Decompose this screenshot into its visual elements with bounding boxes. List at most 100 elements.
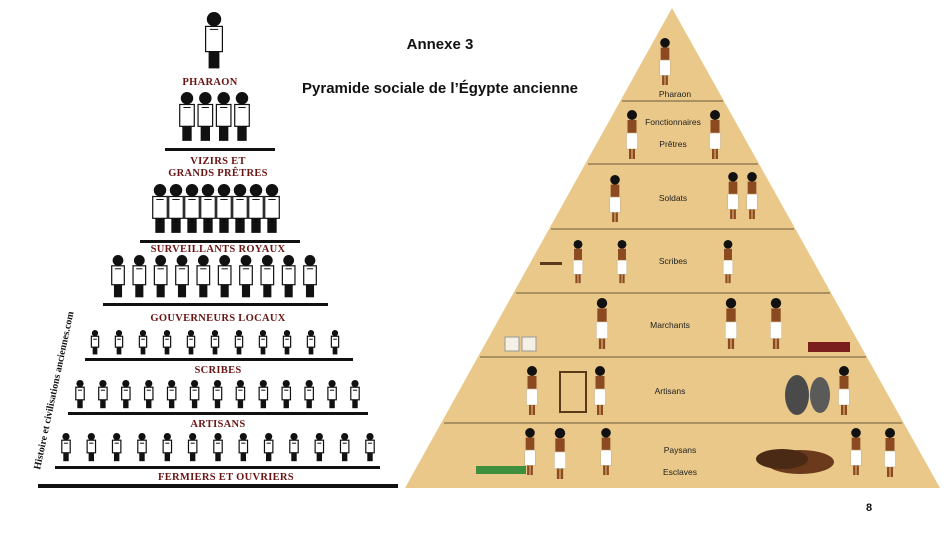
artisan-figure: [304, 380, 314, 409]
fermier-figure: [238, 433, 249, 462]
scribe-figure: [186, 330, 196, 355]
marchant-figure: [724, 298, 738, 349]
label-artisans: ARTISANS: [190, 419, 245, 430]
tier-label-paysans: Paysans: [664, 445, 697, 455]
artisan-figure: [75, 380, 85, 409]
fermier-figure: [162, 433, 173, 462]
paysan-figure: [850, 428, 862, 476]
gouverneur-figure: [239, 255, 253, 298]
fermier-figure: [314, 433, 325, 462]
artisan-figure: [98, 380, 108, 409]
label-pharaon: PHARAON: [182, 77, 237, 88]
scribe-color-figure: [572, 240, 584, 284]
paysan-figure: [553, 428, 567, 479]
paysan-figure: [524, 428, 536, 476]
fermier-figure: [137, 433, 147, 462]
artisan-color-figure: [838, 366, 850, 415]
vizir-figure: [179, 92, 195, 141]
pharaoh-figure: [205, 12, 224, 69]
tier-label-fonctionnaires: Fonctionnaires: [645, 117, 701, 127]
label-gouverneurs-locaux: GOUVERNEURS LOCAUX: [150, 313, 285, 324]
tier-label-pharaon: Pharaon: [659, 89, 691, 99]
gouverneur-figure: [303, 255, 317, 298]
tier-label-marchants: Marchants: [650, 320, 690, 330]
tier-label-artisans: Artisans: [655, 386, 686, 396]
artisan-figure: [189, 380, 200, 409]
surveillant-figure: [264, 184, 280, 233]
vizir-figure: [197, 92, 214, 141]
fermier-figure: [263, 433, 274, 462]
artisan-figure: [350, 380, 360, 409]
artisan-figure: [235, 380, 246, 409]
fonctionnaire-figure: [626, 110, 638, 159]
fermier-figure: [339, 433, 350, 462]
fermier-figure: [86, 433, 97, 462]
scribe-figure: [210, 330, 220, 355]
scribe-color-figure: [722, 240, 734, 284]
ox: [756, 449, 808, 469]
artisan-color-figure: [594, 366, 606, 415]
vizir-figure: [215, 92, 232, 141]
gouverneur-figure: [217, 255, 232, 298]
scribe-figure: [306, 330, 316, 355]
esclave-figure: [600, 428, 612, 476]
gouverneur-figure: [132, 255, 147, 298]
left-pyramid-figures: [61, 12, 375, 462]
page-title: Pyramide sociale de l’Égypte ancienne: [302, 80, 578, 97]
artisan-figure: [281, 380, 292, 409]
gouverneur-figure: [196, 255, 211, 298]
goods-cloth: [808, 342, 850, 352]
gouverneur-figure: [260, 255, 275, 298]
surveillant-figure: [152, 184, 168, 233]
surveillant-figure: [168, 184, 184, 233]
tier-label-esclaves: Esclaves: [663, 467, 697, 477]
marchant-figure: [595, 298, 609, 349]
fermier-figure: [61, 433, 71, 462]
gouverneur-figure: [281, 255, 296, 298]
scribe-figure: [90, 330, 100, 355]
surveillant-figure: [248, 184, 264, 233]
soldat-figure: [746, 172, 758, 220]
annexe-label: Annexe 3: [406, 36, 474, 53]
surveillant-figure: [232, 184, 248, 233]
goods-basket: [521, 336, 537, 352]
crops: [476, 466, 526, 474]
surveillant-figure: [184, 184, 200, 233]
scribe-figure: [114, 330, 124, 355]
tier-label-pretres: Prêtres: [659, 139, 686, 149]
fermier-figure: [289, 433, 299, 462]
page-number: 8: [866, 502, 873, 514]
soldat-figure: [727, 172, 739, 220]
surveillant-figure: [216, 184, 232, 233]
tier-label-soldats: Soldats: [659, 193, 687, 203]
fermier-figure: [187, 433, 198, 462]
fermier-figure: [365, 433, 375, 462]
gouverneur-figure: [153, 255, 168, 298]
scribe-desk: [540, 262, 562, 265]
artisan-figure: [166, 380, 177, 409]
marchant-figure: [769, 298, 783, 349]
goods-basket: [504, 336, 520, 352]
artisan-color-figure: [526, 366, 538, 415]
soldat-figure: [609, 175, 621, 223]
scribe-figure: [258, 330, 268, 355]
tier-label-scribes: Scribes: [659, 256, 687, 266]
label-fermiers-ouvriers: FERMIERS ET OUVRIERS: [158, 472, 294, 483]
label-grands-pretres: GRANDS PRÊTRES: [168, 167, 268, 179]
right-pyramid-tiers: [444, 100, 902, 424]
vizir-figure: [234, 92, 250, 141]
artisan-figure: [212, 380, 223, 409]
artisan-figure: [121, 380, 131, 409]
scribe-figure: [162, 330, 172, 355]
scribe-figure: [282, 330, 292, 355]
stone-statue: [810, 377, 830, 413]
stone-statue: [785, 375, 809, 415]
right-pyramid-figures: [476, 38, 896, 479]
label-surveillants-royaux: SURVEILLANTS ROYAUX: [151, 244, 286, 255]
scribe-color-figure: [616, 240, 628, 284]
gouverneur-figure: [175, 255, 189, 298]
gouverneur-figure: [111, 255, 125, 298]
loom: [559, 371, 587, 413]
artisan-figure: [258, 380, 269, 409]
